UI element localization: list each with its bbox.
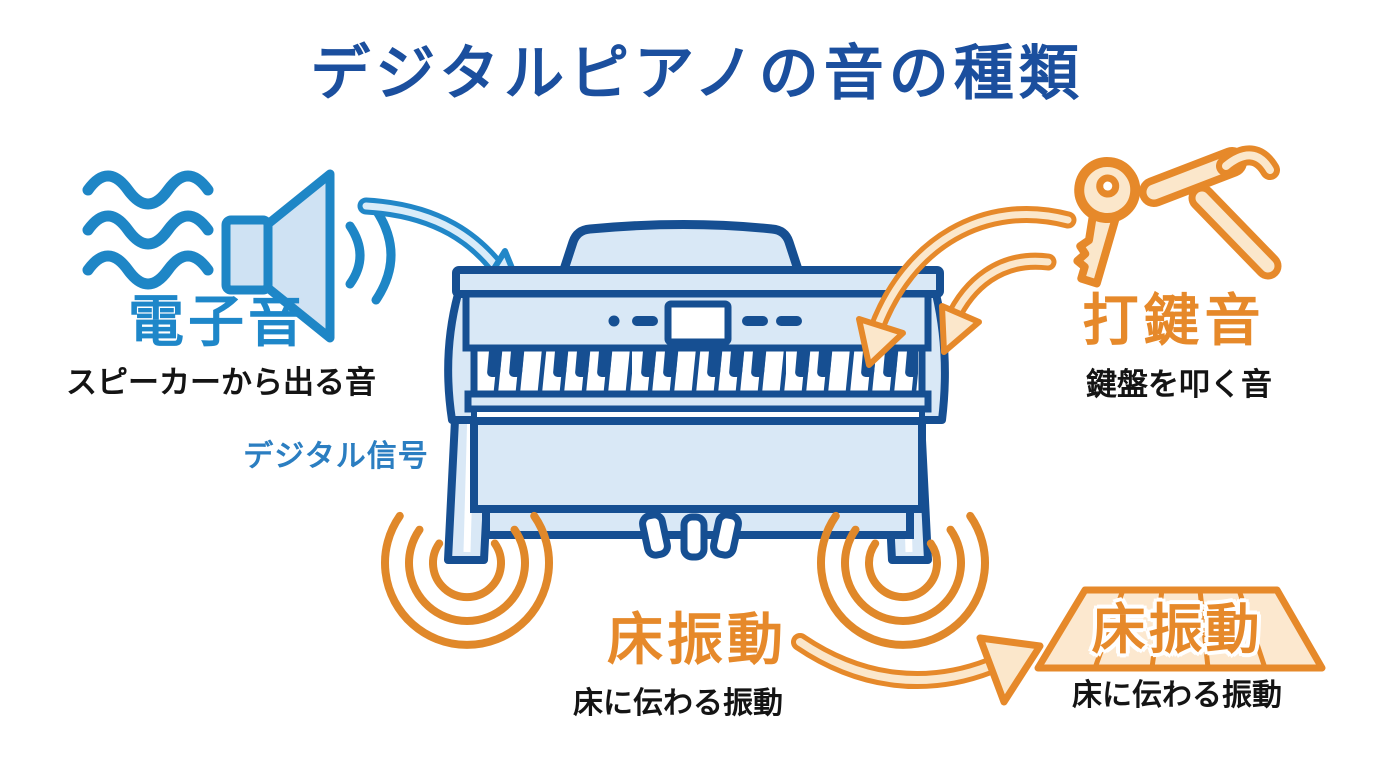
- digital-signal-label: デジタル信号: [243, 439, 429, 474]
- speaker-icon: [221, 169, 396, 343]
- key-icon: [1073, 157, 1141, 288]
- control-panel-buttons: [608, 315, 802, 327]
- vibration-waves-left-icon: [381, 511, 553, 649]
- floor-icon: [1034, 586, 1326, 672]
- pedals: [639, 511, 742, 561]
- floor-vibration-description: 床に伝わる振動: [573, 686, 783, 721]
- key-strike-arrow-icon-1: [856, 205, 1077, 368]
- vibration-waves-right-icon: [817, 511, 989, 649]
- page-title: デジタルピアノの音の種類: [310, 39, 1084, 109]
- floor-vibration-target-label: 床振動: [1091, 598, 1263, 661]
- floor-vibration-label: 床振動: [607, 608, 787, 673]
- display-screen: [664, 300, 732, 346]
- floor-vibration-arrow-icon: [791, 633, 1044, 706]
- key-strike-label: 打鍵音: [1082, 289, 1266, 354]
- key-strike-arrow-icon-2: [939, 252, 1057, 355]
- sound-wave-icon: [82, 170, 214, 290]
- piano-illustration: [444, 220, 949, 564]
- floor-vibration-target-description: 床に伝わる振動: [1072, 678, 1282, 713]
- electronic-sound-label: 電子音: [128, 290, 308, 355]
- hammer-icon: [1139, 145, 1282, 280]
- electronic-sound-description: スピーカーから出る音: [66, 365, 376, 401]
- key-strike-description: 鍵盤を叩く音: [1086, 367, 1272, 403]
